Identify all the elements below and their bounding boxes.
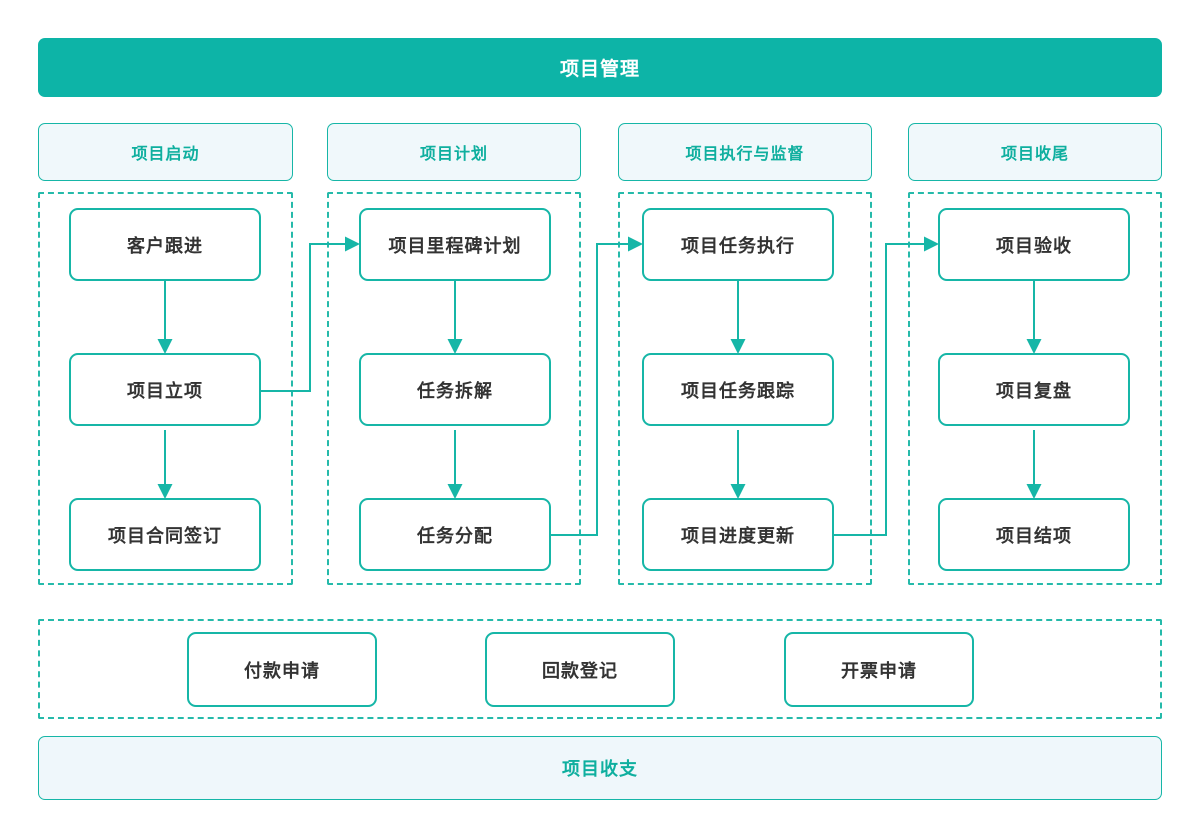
- stage-header-label: 项目启动: [131, 146, 200, 163]
- node-invoice-request[interactable]: 开票申请: [784, 632, 974, 707]
- finance-banner[interactable]: 项目收支: [38, 736, 1162, 800]
- stage-header-label: 项目计划: [419, 146, 488, 163]
- stage-header-label: 项目执行与监督: [685, 146, 805, 163]
- node-project-acceptance[interactable]: 项目验收: [938, 208, 1130, 281]
- node-label: 项目里程碑计划: [388, 235, 522, 256]
- node-task-assignment[interactable]: 任务分配: [359, 498, 551, 571]
- node-label: 项目任务跟踪: [681, 380, 795, 401]
- node-label: 付款申请: [244, 660, 320, 681]
- node-label: 开票申请: [841, 660, 917, 681]
- finance-banner-label: 项目收支: [562, 759, 638, 779]
- node-contract-signing[interactable]: 项目合同签订: [69, 498, 261, 571]
- node-milestone-plan[interactable]: 项目里程碑计划: [359, 208, 551, 281]
- node-payment-collection[interactable]: 回款登记: [485, 632, 675, 707]
- node-label: 项目合同签订: [108, 525, 222, 546]
- node-payment-request[interactable]: 付款申请: [187, 632, 377, 707]
- node-label: 任务分配: [417, 525, 493, 546]
- node-label: 项目进度更新: [681, 525, 795, 546]
- node-task-tracking[interactable]: 项目任务跟踪: [642, 353, 834, 426]
- node-label: 项目验收: [996, 235, 1072, 256]
- node-client-follow-up[interactable]: 客户跟进: [69, 208, 261, 281]
- stage-header-execution-monitoring[interactable]: 项目执行与监督: [618, 123, 872, 181]
- node-label: 任务拆解: [417, 380, 493, 401]
- node-label: 项目立项: [127, 380, 203, 401]
- node-task-breakdown[interactable]: 任务拆解: [359, 353, 551, 426]
- stage-header-label: 项目收尾: [1000, 146, 1069, 163]
- node-project-retrospective[interactable]: 项目复盘: [938, 353, 1130, 426]
- stage-header-closure[interactable]: 项目收尾: [908, 123, 1162, 181]
- stage-header-planning[interactable]: 项目计划: [327, 123, 581, 181]
- lane-finance: [38, 619, 1162, 719]
- title-banner-label: 项目管理: [559, 59, 640, 80]
- node-label: 回款登记: [542, 660, 618, 681]
- node-label: 项目复盘: [996, 380, 1072, 401]
- node-label: 项目任务执行: [681, 235, 795, 256]
- title-banner[interactable]: 项目管理: [38, 38, 1162, 97]
- node-project-closing[interactable]: 项目结项: [938, 498, 1130, 571]
- node-progress-update[interactable]: 项目进度更新: [642, 498, 834, 571]
- node-label: 项目结项: [996, 525, 1072, 546]
- stage-header-initiation[interactable]: 项目启动: [38, 123, 293, 181]
- node-task-execution[interactable]: 项目任务执行: [642, 208, 834, 281]
- node-project-initiation[interactable]: 项目立项: [69, 353, 261, 426]
- node-label: 客户跟进: [127, 235, 203, 256]
